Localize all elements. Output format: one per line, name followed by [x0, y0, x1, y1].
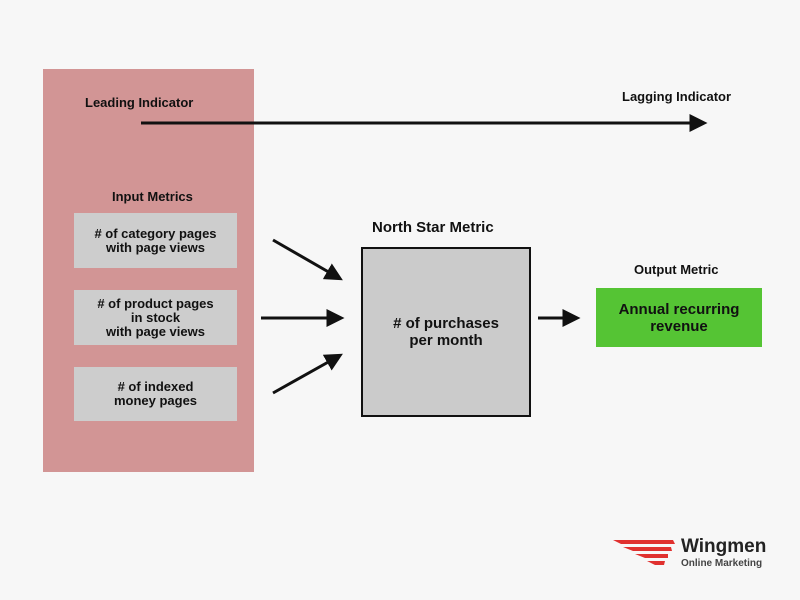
input-metric-product-pages: # of product pages in stock with page vi… [74, 290, 237, 345]
north-star-title: North Star Metric [372, 219, 494, 236]
logo-name: Wingmen [681, 536, 767, 557]
wingmen-logo: Wingmen Online Marketing [613, 536, 773, 572]
logo-tagline: Online Marketing [681, 558, 763, 569]
lagging-indicator-label: Lagging Indicator [622, 89, 732, 104]
wing-icon [613, 540, 675, 565]
input-arrow-top [272, 238, 343, 281]
input-arrow-bottom [272, 353, 343, 395]
leading-indicator-label: Leading Indicator [85, 95, 194, 110]
input-metrics-title: Input Metrics [112, 189, 193, 204]
north-star-metric-box: # of purchases per month [361, 247, 531, 417]
input-metric-category-pages: # of category pages with page views [74, 213, 237, 268]
output-metric-box: Annual recurring revenue [596, 288, 762, 347]
input-metric-indexed-pages: # of indexed money pages [74, 367, 237, 421]
output-metric-title: Output Metric [634, 262, 719, 277]
